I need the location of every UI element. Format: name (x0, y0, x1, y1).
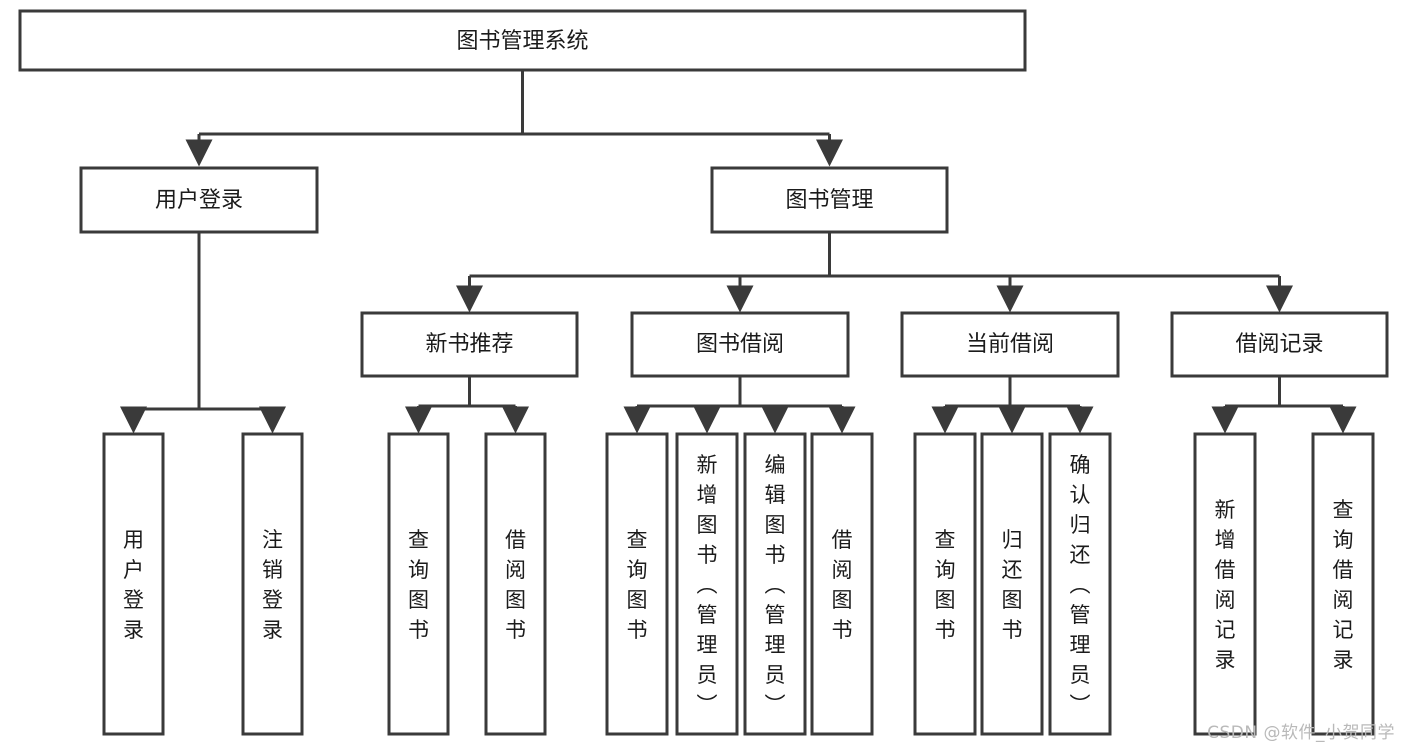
node-leaf-borrow-book-new-box[interactable] (484, 432, 547, 736)
node-root-box[interactable] (18, 9, 1027, 72)
node-leaf-edit-book-admin-label: 编辑图书︵管理员︶ (765, 453, 786, 717)
node-leaf-return-book[interactable]: 归还图书 (980, 432, 1044, 736)
node-leaf-user-login-label: 用户登录 (123, 528, 144, 642)
bracket-glyph: ︵ (765, 573, 786, 597)
node-leaf-borrow-book[interactable]: 借阅图书 (810, 432, 874, 736)
node-leaf-borrow-book-label: 借阅图书 (832, 528, 853, 642)
node-leaf-add-book-admin-box[interactable] (675, 432, 739, 736)
node-leaf-edit-book-admin-box[interactable] (743, 432, 807, 736)
node-user-login-label: 用户登录 (155, 188, 243, 213)
node-root-label: 图书管理系统 (456, 29, 588, 54)
node-leaf-borrow-book-new[interactable]: 借阅图书 (484, 432, 547, 736)
node-borrow-record-box[interactable] (1170, 311, 1389, 378)
node-leaf-user-login-box[interactable] (102, 432, 165, 736)
node-leaf-query-book-cur[interactable]: 查询图书 (913, 432, 977, 736)
bracket-glyph: ︶ (765, 693, 786, 717)
node-leaf-user-logout-label: 注销登录 (262, 528, 283, 642)
node-user-login[interactable]: 用户登录 (79, 166, 319, 234)
node-leaf-confirm-return-admin-box[interactable] (1048, 432, 1112, 736)
bracket-glyph: ︶ (697, 693, 718, 717)
node-leaf-borrow-book-box[interactable] (810, 432, 874, 736)
node-leaf-query-book-new-label: 查询图书 (408, 528, 429, 642)
node-book-manage-label: 图书管理 (785, 188, 873, 213)
node-leaf-query-borrow-record[interactable]: 查询借阅记录 (1311, 432, 1375, 736)
node-leaf-user-logout-box[interactable] (241, 432, 304, 736)
node-leaf-user-logout[interactable]: 注销登录 (241, 432, 304, 736)
node-borrow-record-label: 借阅记录 (1235, 332, 1323, 357)
node-book-manage-box[interactable] (710, 166, 949, 234)
node-root[interactable]: 图书管理系统 (18, 9, 1027, 72)
node-current-borrow-label: 当前借阅 (966, 332, 1054, 357)
node-user-login-box[interactable] (79, 166, 319, 234)
node-new-book-recommend[interactable]: 新书推荐 (360, 311, 579, 378)
node-book-borrow[interactable]: 图书借阅 (630, 311, 850, 378)
node-leaf-user-login[interactable]: 用户登录 (102, 432, 165, 736)
bracket-glyph: ︶ (1070, 693, 1091, 717)
leaf-node-layer: 用户登录 注销登录 查询图书 借阅图书 查询图书 新增图书︵管理员︶ 编辑图书︵管理员︶ 借阅… (102, 432, 1375, 736)
node-current-borrow-box[interactable] (900, 311, 1120, 378)
node-leaf-borrow-book-new-label: 借阅图书 (505, 528, 526, 642)
bracket-glyph: ︵ (1070, 573, 1091, 597)
node-leaf-query-borrow-record-box[interactable] (1311, 432, 1375, 736)
node-leaf-edit-book-admin[interactable]: 编辑图书︵管理员︶ (743, 432, 807, 736)
node-leaf-add-book-admin-label: 新增图书︵管理员︶ (697, 453, 718, 717)
node-leaf-return-book-label: 归还图书 (1002, 528, 1023, 642)
node-leaf-query-book-cur-label: 查询图书 (935, 528, 956, 642)
connector-layer (120, 70, 1357, 434)
node-leaf-query-book-new[interactable]: 查询图书 (387, 432, 450, 736)
node-leaf-add-borrow-record[interactable]: 新增借阅记录 (1193, 432, 1257, 736)
node-leaf-add-borrow-record-box[interactable] (1193, 432, 1257, 736)
node-leaf-query-book[interactable]: 查询图书 (605, 432, 669, 736)
node-leaf-query-borrow-record-label: 查询借阅记录 (1333, 498, 1354, 672)
node-borrow-record[interactable]: 借阅记录 (1170, 311, 1389, 378)
node-leaf-return-book-box[interactable] (980, 432, 1044, 736)
node-leaf-add-book-admin[interactable]: 新增图书︵管理员︶ (675, 432, 739, 736)
node-book-borrow-box[interactable] (630, 311, 850, 378)
node-leaf-query-book-cur-box[interactable] (913, 432, 977, 736)
node-leaf-add-borrow-record-label: 新增借阅记录 (1215, 498, 1236, 672)
node-leaf-query-book-new-box[interactable] (387, 432, 450, 736)
node-new-book-recommend-box[interactable] (360, 311, 579, 378)
node-book-borrow-label: 图书借阅 (696, 332, 784, 357)
node-book-manage[interactable]: 图书管理 (710, 166, 949, 234)
node-current-borrow[interactable]: 当前借阅 (900, 311, 1120, 378)
node-leaf-query-book-box[interactable] (605, 432, 669, 736)
bracket-glyph: ︵ (697, 573, 718, 597)
node-leaf-query-book-label: 查询图书 (627, 528, 648, 642)
node-new-book-recommend-label: 新书推荐 (425, 332, 513, 357)
node-leaf-confirm-return-admin-label: 确认归还︵管理员︶ (1070, 453, 1091, 717)
node-leaf-confirm-return-admin[interactable]: 确认归还︵管理员︶ (1048, 432, 1112, 736)
